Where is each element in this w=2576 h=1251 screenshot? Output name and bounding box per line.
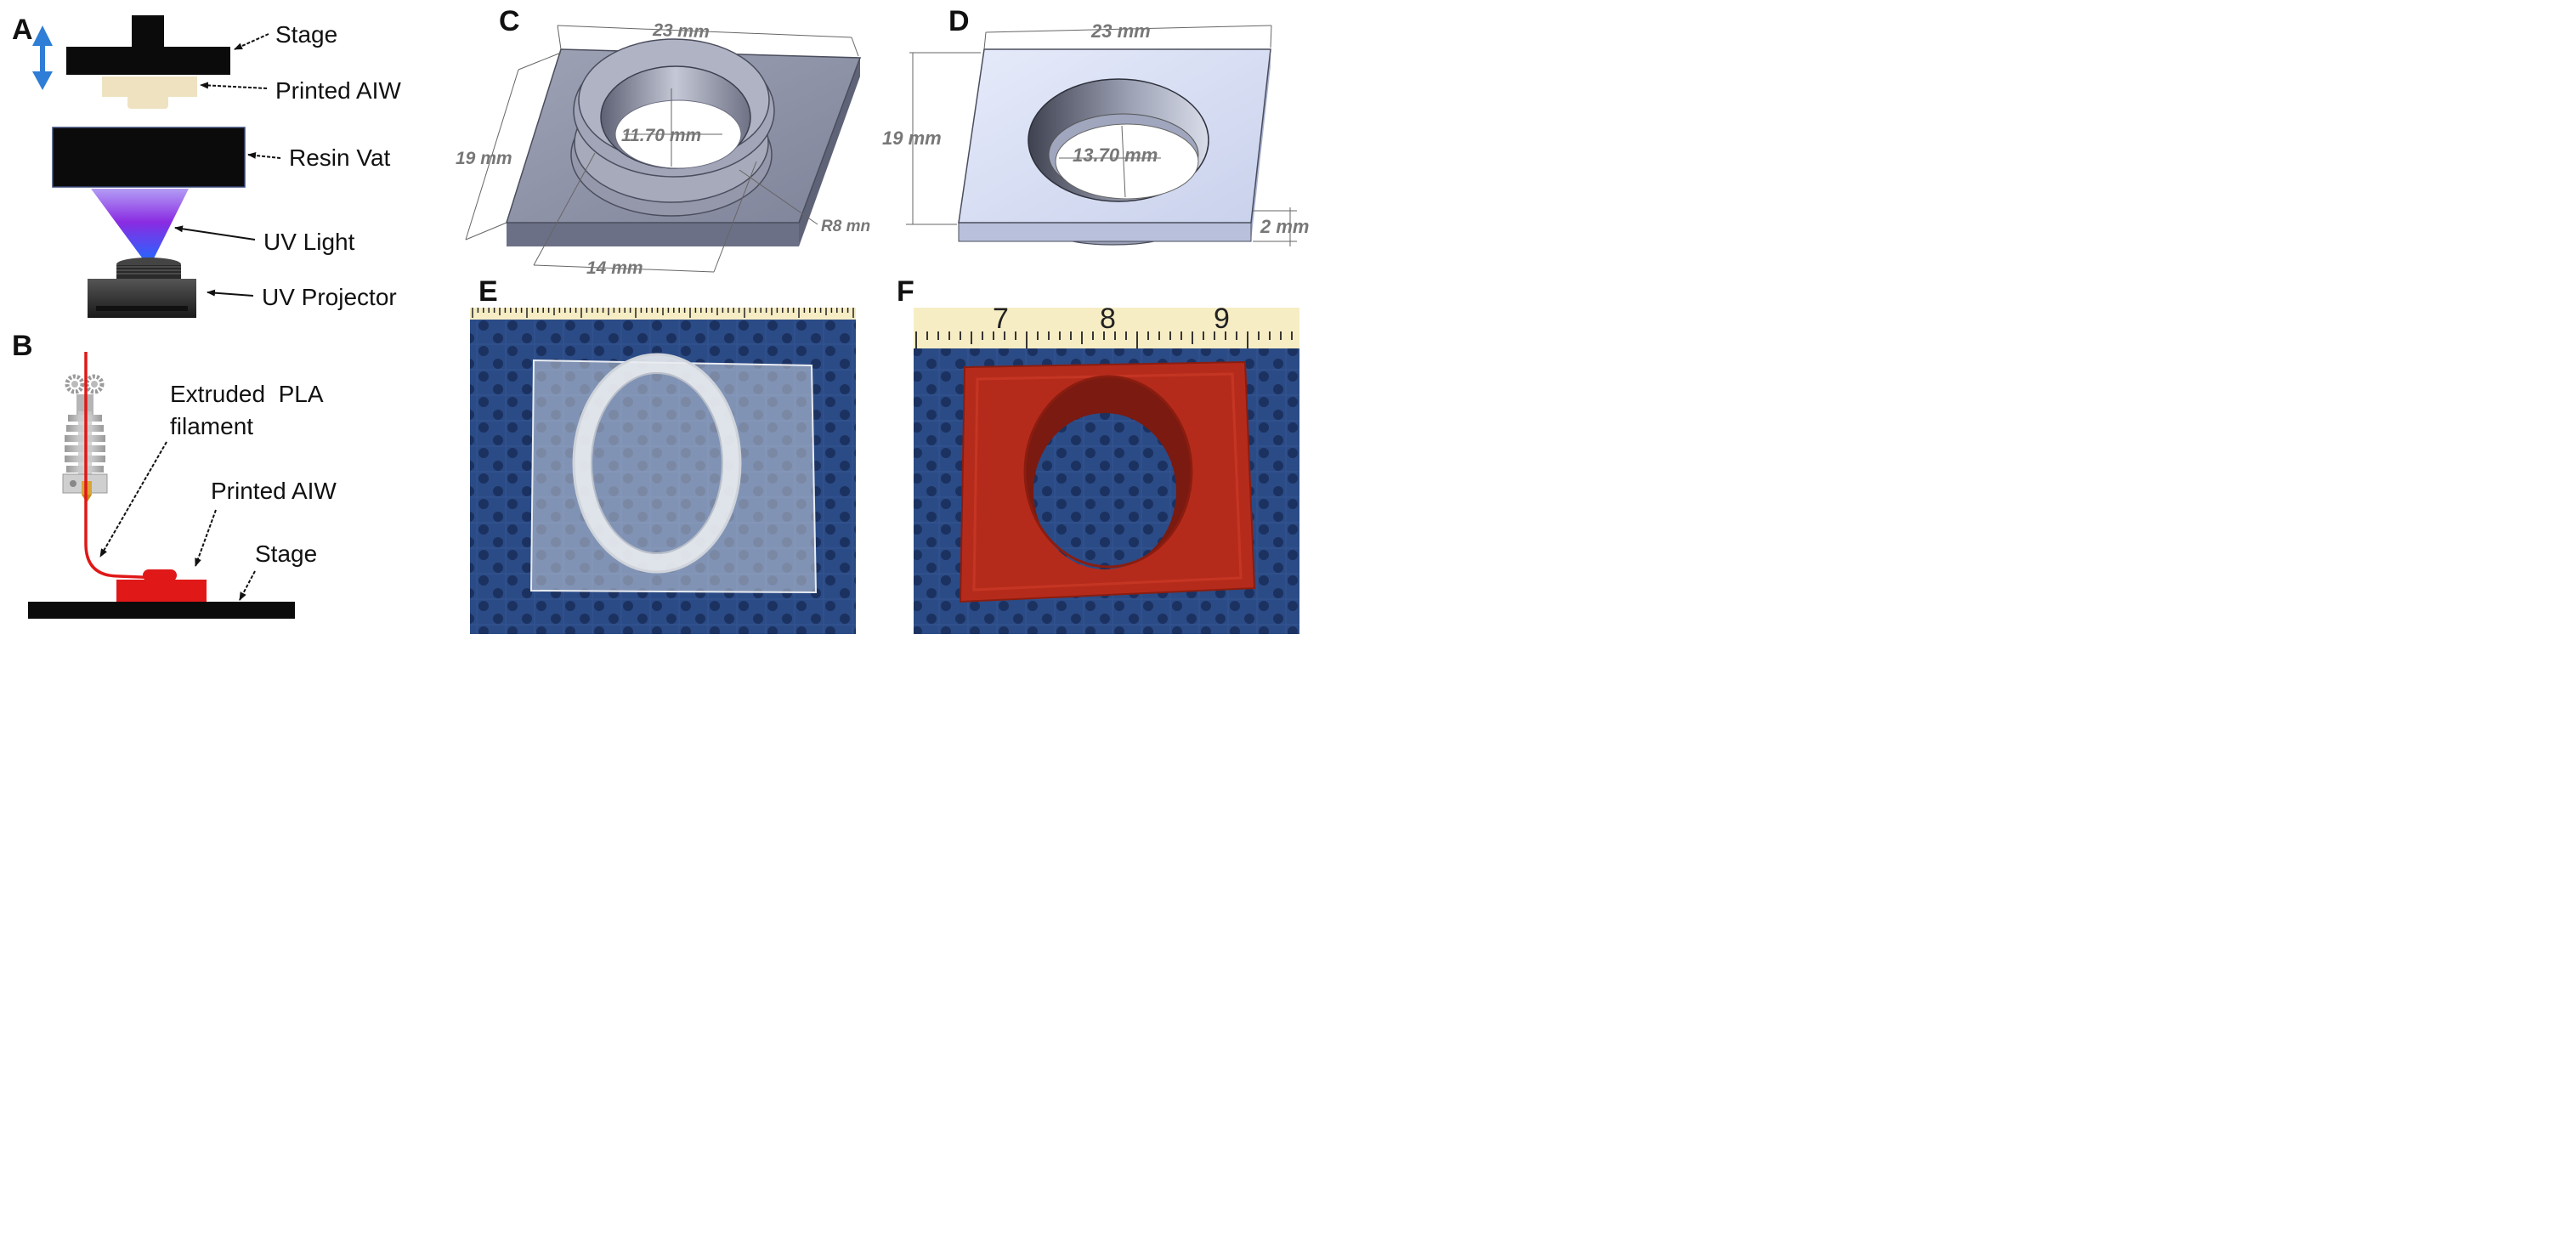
- printed-aiw-block: [102, 76, 197, 97]
- ruler-f-ticks: [915, 331, 1293, 348]
- dim-c-bottom: 14 mm: [586, 258, 643, 278]
- resin-vat: [52, 127, 246, 188]
- panel-a-artwork: [32, 15, 281, 318]
- label-extruded-pla-line1: Extruded PLA: [170, 381, 324, 407]
- panel-letter-d: D: [948, 5, 970, 37]
- ruler-e-ticks: [472, 308, 854, 318]
- arrow-stage: [234, 33, 269, 50]
- label-extruded-pla-line2: filament: [170, 413, 254, 439]
- dim-d-thickness: 2 mm: [1260, 216, 1309, 237]
- label-resin-vat: Resin Vat: [289, 144, 391, 171]
- label-stage-a: Stage: [275, 21, 338, 48]
- panel-c-artwork: [465, 25, 862, 273]
- dim-c-width: 23 mm: [652, 20, 710, 42]
- ruler-f-number-9: 9: [1214, 303, 1230, 335]
- panel-letter-e: E: [478, 275, 498, 308]
- arrow-uv-light: [174, 225, 256, 241]
- panel-e-photo: [470, 308, 856, 634]
- panel-b-artwork: [28, 352, 295, 619]
- dim-d-height: 19 mm: [882, 127, 942, 149]
- gear-icon: [65, 374, 105, 394]
- dim-c-height: 19 mm: [456, 149, 512, 168]
- printed-aiw-part: [143, 569, 177, 581]
- clear-aiw-ring: [573, 354, 741, 573]
- arrow-resin-vat: [247, 151, 281, 159]
- arrow-extruded-filament: [99, 441, 167, 558]
- ruler-f: [914, 308, 1299, 348]
- panel-f-photo: 7 8 9: [914, 303, 1299, 634]
- label-printed-aiw-b: Printed AIW: [211, 478, 337, 504]
- label-printed-aiw-a: Printed AIW: [275, 77, 401, 104]
- cad-d-dimension-lines: [906, 25, 1297, 246]
- dim-c-inner-diameter: 11.70 mm: [621, 126, 701, 145]
- dim-d-inner-diameter: 13.70 mm: [1073, 144, 1158, 166]
- stage-shaft: [132, 15, 164, 49]
- printed-aiw-base: [116, 580, 207, 602]
- arrow-stage-b: [239, 570, 256, 601]
- uv-light-cone: [91, 189, 189, 263]
- double-arrow-icon: [32, 25, 53, 90]
- label-uv-projector: UV Projector: [262, 284, 397, 310]
- dim-d-width: 23 mm: [1090, 20, 1151, 42]
- panel-letter-a: A: [12, 14, 33, 46]
- label-stage-b: Stage: [255, 541, 318, 567]
- filament-line: [84, 352, 162, 580]
- arrow-printed-aiw-b: [195, 509, 217, 567]
- figure-artwork: 7 8 9 23 mm 19 mm 11.70 mm R8 mn 14 mm 2…: [28, 15, 1309, 634]
- printed-aiw-tab: [127, 95, 168, 109]
- dim-c-radius: R8 mn: [821, 218, 870, 235]
- cad-c-dimension-lines: [465, 25, 859, 273]
- stage-bed: [28, 602, 295, 619]
- panel-letter-c: C: [499, 5, 520, 37]
- stage-plate: [66, 47, 230, 75]
- panel-letter-b: B: [12, 330, 33, 362]
- uv-projector-icon: [88, 258, 196, 318]
- ruler-f-number-7: 7: [993, 303, 1009, 335]
- figure: 7 8 9 23 mm 19 mm 11.70 mm R8 mn 14 mm 2…: [0, 0, 1333, 646]
- arrow-uv-projector: [207, 289, 254, 297]
- panel-letter-f: F: [897, 275, 914, 308]
- label-uv-light: UV Light: [263, 229, 355, 255]
- ruler-f-number-8: 8: [1100, 303, 1116, 335]
- panel-d-artwork: [906, 25, 1297, 246]
- arrow-printed-aiw-a: [200, 82, 268, 89]
